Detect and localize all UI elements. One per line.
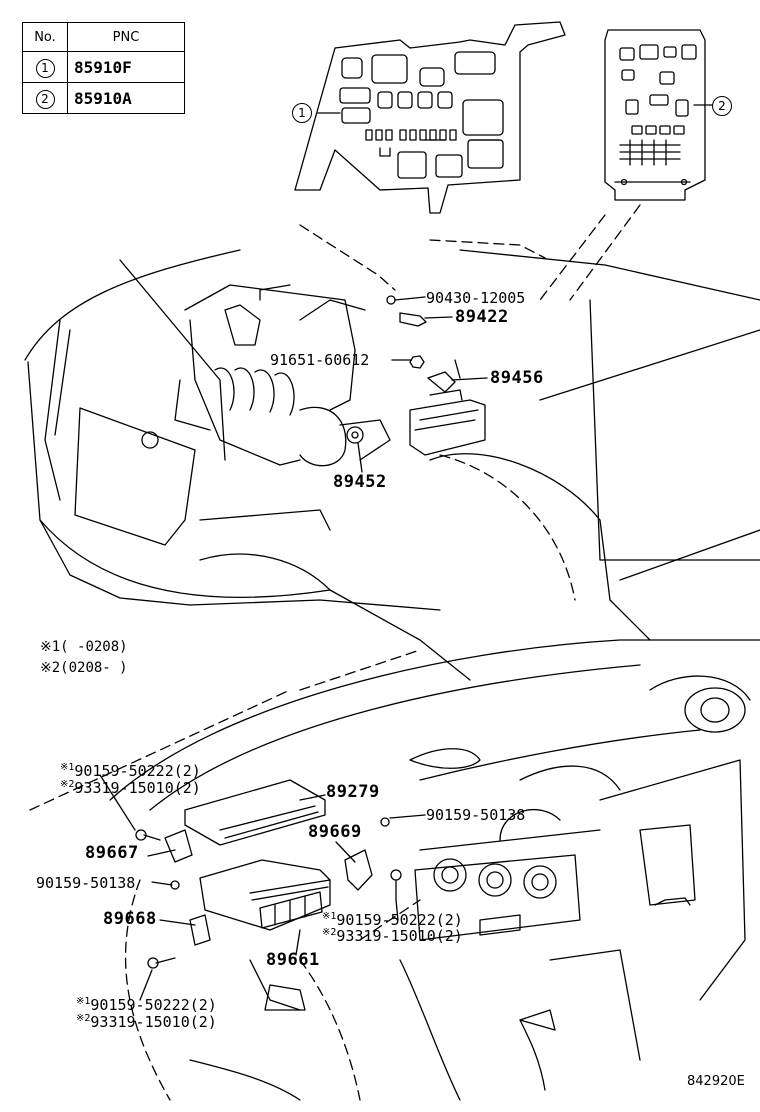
- part-89661: 89661: [266, 950, 320, 970]
- relay-block-2: [604, 29, 713, 201]
- brake-reservoir: [409, 389, 486, 456]
- part-89279: 89279: [326, 782, 380, 802]
- mark-2: ※2: [76, 1013, 91, 1024]
- mark-1: ※1: [76, 996, 91, 1007]
- interior-dashboard: [109, 639, 760, 1101]
- row-number: 2: [35, 89, 55, 109]
- note-1: ※1( -0208): [40, 639, 128, 655]
- part-89456: 89456: [490, 368, 544, 388]
- note-2: ※2(0208- ): [40, 660, 128, 676]
- bolts: [135, 817, 402, 969]
- callout-2: 2: [712, 96, 732, 116]
- table-row: 2 85910A: [22, 82, 185, 114]
- lower-leaders: [99, 774, 426, 1001]
- ecu-assembly: [164, 779, 373, 946]
- part-89668: 89668: [103, 909, 157, 929]
- part-91651-60612: 91651-60612: [270, 351, 370, 369]
- relay-block-1: [294, 21, 566, 214]
- table-row: 1 85910F: [22, 51, 185, 83]
- lower-left-bolt-spec-1: ※190159-50222(2): [76, 996, 217, 1014]
- row-number: 1: [35, 58, 55, 78]
- engine: [174, 284, 391, 467]
- upper-small-parts: [386, 295, 461, 393]
- row-pnc: 85910F: [67, 51, 185, 83]
- callout-1: 1: [292, 103, 312, 123]
- header-no: No.: [22, 22, 68, 52]
- upper-left-bolt-spec-2: ※293319-15010(2): [60, 779, 201, 797]
- part-89669: 89669: [308, 822, 362, 842]
- row-pnc: 85910A: [67, 82, 185, 114]
- upper-left-bolt-spec-1: ※190159-50222(2): [60, 762, 201, 780]
- car-body: [24, 249, 760, 681]
- mid-right-bolt-spec-2: ※293319-15010(2): [322, 927, 463, 945]
- table-header-row: No. PNC: [22, 22, 185, 52]
- part-89667: 89667: [85, 843, 139, 863]
- pnc-table: No. PNC 1 85910F 2 85910A: [22, 22, 185, 114]
- mark-1: ※1: [322, 911, 337, 922]
- mark-1: ※1: [60, 762, 75, 773]
- diagram-code: 842920E: [687, 1074, 745, 1089]
- part-90159-50138-left: 90159-50138: [36, 874, 136, 892]
- upper-leaders: [357, 296, 488, 473]
- relay-leaders: [299, 204, 641, 301]
- lower-left-bolt-spec-2: ※293319-15010(2): [76, 1013, 217, 1031]
- part-90159-50138-right: 90159-50138: [426, 806, 526, 824]
- part-89452: 89452: [333, 472, 387, 492]
- mid-right-bolt-spec-1: ※190159-50222(2): [322, 911, 463, 929]
- mark-2: ※2: [322, 927, 337, 938]
- header-pnc: PNC: [67, 22, 185, 52]
- interior-dashed: [29, 649, 421, 1101]
- part-90430-12005: 90430-12005: [426, 289, 526, 307]
- mark-2: ※2: [60, 779, 75, 790]
- part-89422: 89422: [455, 307, 509, 327]
